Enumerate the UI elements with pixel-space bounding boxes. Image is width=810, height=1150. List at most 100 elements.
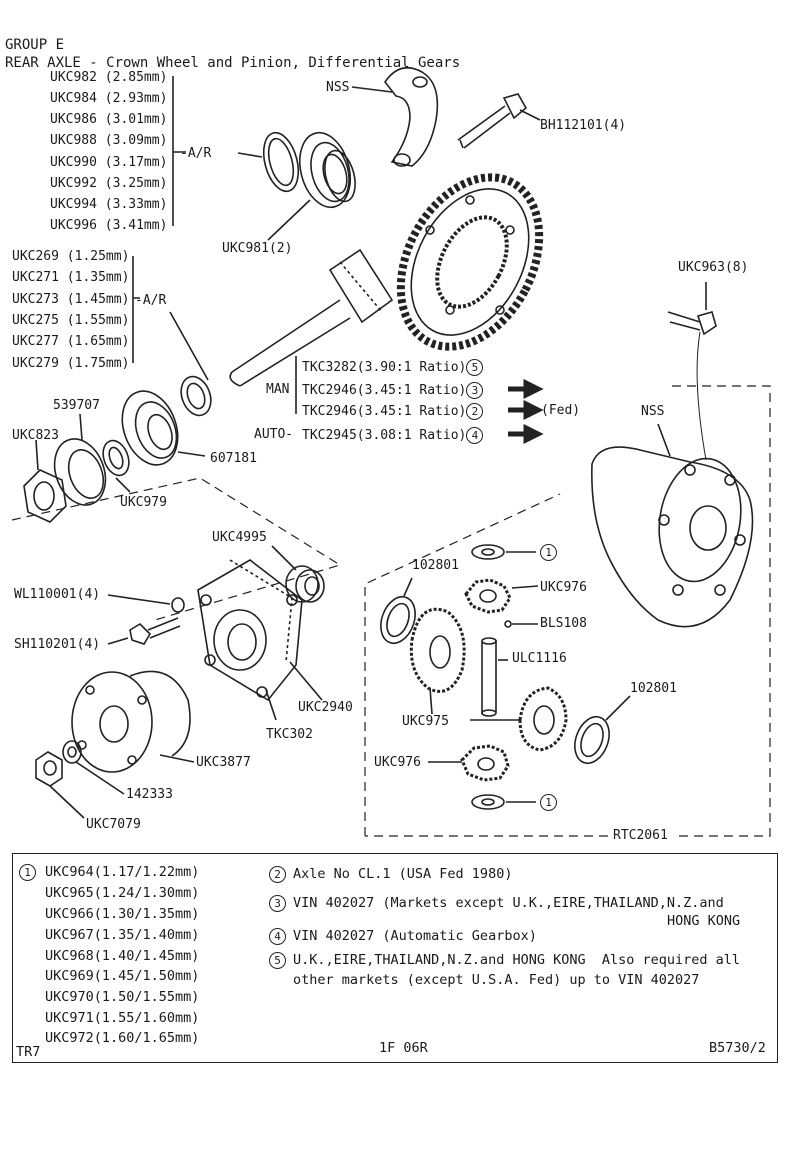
legend-marker-4: 4 <box>269 928 286 945</box>
shim-ukc986: UKC986 (3.01mm) <box>50 112 168 127</box>
washer-142333 <box>62 740 82 764</box>
ratio-tkc2945: TKC2945(3.08:1 Ratio)4 <box>302 427 484 444</box>
ratio-tkc2946-b: TKC2946(3.45:1 Ratio)2 <box>302 403 484 420</box>
planet-gear-ukc976-b <box>460 744 510 782</box>
arrow-ratio-3 <box>508 378 544 400</box>
note-marker-2: 2 <box>466 403 484 420</box>
label-ukc2940: UKC2940 <box>298 700 353 715</box>
thrust-washer-bottom <box>471 794 505 810</box>
label-sh110201: SH110201(4) <box>14 637 101 652</box>
shim-ukc996: UKC996 (3.41mm) <box>50 218 168 233</box>
label-nss-diff: NSS <box>641 404 665 419</box>
shim-ukc277: UKC277 (1.65mm) <box>12 334 130 349</box>
pinion-housing-tkc302 <box>197 559 303 702</box>
thrust-washer-top <box>471 544 505 560</box>
label-wl110001: WL110001(4) <box>14 587 101 602</box>
label-auto: AUTO- <box>254 427 294 442</box>
label-539707: 539707 <box>53 398 100 413</box>
shim-ukc994: UKC994 (3.33mm) <box>50 197 168 212</box>
nut-ukc7079 <box>35 751 63 787</box>
washer-ukc972: UKC972(1.60/1.65mm) <box>45 1030 200 1046</box>
page-title: REAR AXLE - Crown Wheel and Pinion, Diff… <box>5 55 461 71</box>
spacer-ukc979 <box>102 439 130 477</box>
shim-ukc984: UKC984 (2.93mm) <box>50 91 168 106</box>
washer-ukc968: UKC968(1.40/1.45mm) <box>45 948 200 964</box>
shim-ukc271: UKC271 (1.35mm) <box>12 270 130 285</box>
washer-ukc971: UKC971(1.55/1.60mm) <box>45 1010 200 1026</box>
ratio-tkc3282: TKC3282(3.90:1 Ratio)5 <box>302 359 484 376</box>
dashed-boundary-diff <box>364 385 771 837</box>
label-102801-b: 102801 <box>630 681 677 696</box>
note-4: VIN 402027 (Automatic Gearbox) <box>293 928 537 944</box>
label-102801-a: 102801 <box>412 558 459 573</box>
arrow-ratio-2 <box>508 399 544 421</box>
shim-ukc982: UKC982 (2.85mm) <box>50 70 168 85</box>
washer-ukc965: UKC965(1.24/1.30mm) <box>45 885 200 901</box>
shim-ukc273: UKC273 (1.45mm) <box>12 292 130 307</box>
washer-ukc966: UKC966(1.30/1.35mm) <box>45 906 200 922</box>
note-marker-3: 3 <box>466 382 484 399</box>
label-rtc2061: RTC2061 <box>613 828 668 843</box>
bolt-ukc963 <box>667 311 717 336</box>
leader-tkc302 <box>265 689 277 721</box>
washer-wl110001 <box>171 597 185 613</box>
label-607181: 607181 <box>210 451 257 466</box>
label-bls108: BLS108 <box>540 616 587 631</box>
label-man: MAN <box>266 382 290 397</box>
shim-ukc279: UKC279 (1.75mm) <box>12 356 130 371</box>
label-ar-2: -A/R <box>135 293 167 308</box>
differential-case <box>591 446 754 628</box>
legend-marker-2: 2 <box>269 866 286 883</box>
label-ukc823: UKC823 <box>12 428 59 443</box>
bearing-607181 <box>121 390 179 466</box>
nut-ukc823 <box>23 469 67 523</box>
thrust-washer-102801-b <box>574 715 610 765</box>
pin-bls108 <box>504 620 512 628</box>
planet-gear-ukc976-a <box>464 578 512 614</box>
bracket-shims-2 <box>132 256 140 363</box>
leader-ukc981 <box>267 199 311 241</box>
note-marker-1-top: 1 <box>540 544 557 561</box>
label-bh112101: BH112101(4) <box>540 118 627 133</box>
crown-wheel <box>396 173 544 351</box>
washer-ukc967: UKC967(1.35/1.40mm) <box>45 927 200 943</box>
dashed-boundary-pinion <box>11 477 342 621</box>
shim-ukc988: UKC988 (3.09mm) <box>50 133 168 148</box>
leader-607181 <box>177 451 206 457</box>
footer-page-code: 1F 06R <box>379 1040 428 1056</box>
shaft-ulc1116 <box>481 637 497 717</box>
shim-washer-1 <box>262 131 300 193</box>
note-2: Axle No CL.1 (USA Fed 1980) <box>293 866 513 882</box>
sun-gear-ukc975-a <box>409 607 466 693</box>
label-nss-top: NSS <box>326 80 350 95</box>
leader-nss-diff <box>657 423 671 457</box>
note-marker-5: 5 <box>466 359 484 376</box>
note-3-line-1: VIN 402027 (Markets except U.K.,EIRE,THA… <box>293 895 724 911</box>
leader-ukc3877 <box>159 754 195 763</box>
label-ukc976-b: UKC976 <box>374 755 421 770</box>
shim-ukc269: UKC269 (1.25mm) <box>12 249 130 264</box>
shim-washer-2 <box>180 375 212 417</box>
group-heading: GROUP E <box>5 37 65 53</box>
leader-ukc2940 <box>289 661 323 701</box>
legend-marker-1: 1 <box>19 864 36 881</box>
label-fed: (Fed) <box>541 403 581 418</box>
arrow-ratio-4 <box>508 423 544 445</box>
label-ukc963: UKC963(8) <box>678 260 749 275</box>
leader-bh112101 <box>519 109 541 121</box>
label-ukc3877: UKC3877 <box>196 755 251 770</box>
leader-ar2 <box>169 311 209 381</box>
label-142333: 142333 <box>126 787 173 802</box>
washer-ukc969: UKC969(1.45/1.50mm) <box>45 968 200 984</box>
note-marker-1-bottom: 1 <box>540 794 557 811</box>
bolt-bh112101 <box>457 93 528 149</box>
footer-ref: B5730/2 <box>709 1040 766 1056</box>
bearing-cap-nss <box>384 66 439 167</box>
bearing-ukc981 <box>299 131 356 209</box>
label-ukc7079: UKC7079 <box>86 817 141 832</box>
label-ar-1: -A/R <box>180 146 212 161</box>
label-tkc302: TKC302 <box>266 727 313 742</box>
shim-ukc275: UKC275 (1.55mm) <box>12 313 130 328</box>
label-ukc975: UKC975 <box>402 714 449 729</box>
label-ukc979: UKC979 <box>120 495 167 510</box>
